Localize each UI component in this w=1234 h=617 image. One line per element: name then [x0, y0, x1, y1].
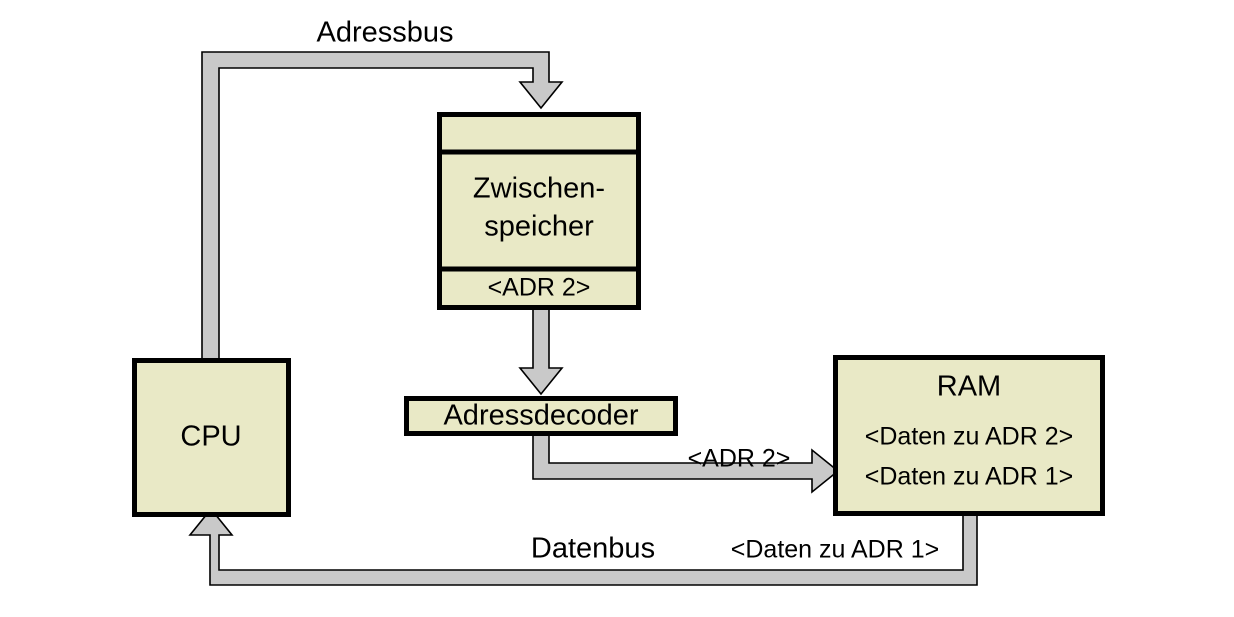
datenbus-label: Datenbus [531, 533, 655, 565]
adressdecoder-to-ram-arrow [532, 432, 840, 494]
node-adressdecoder-box[interactable] [404, 396, 678, 436]
zwischenspeicher-adr-value: <ADR 2> [488, 274, 591, 302]
cpu-label: CPU [180, 421, 241, 453]
adressdecoder-label: Adressdecoder [443, 400, 638, 432]
decoder-to-ram-label: <ADR 2> [688, 445, 791, 473]
datenbus-payload-label: <Daten zu ADR 1> [731, 536, 939, 564]
zwischenspeicher-to-adressdecoder-arrow [518, 307, 564, 396]
node-cpu-box[interactable] [132, 358, 291, 517]
adressbus-label: Adressbus [316, 17, 453, 49]
zwischenspeicher-label-line2: speicher [484, 211, 594, 243]
ram-line-2: <Daten zu ADR 1> [865, 463, 1073, 491]
node-ram-box[interactable] [833, 355, 1105, 516]
ram-title: RAM [937, 371, 1001, 403]
zwischenspeicher-label-line1: Zwischen- [473, 173, 605, 205]
node-zwischenspeicher-box[interactable] [437, 112, 641, 310]
datenbus-path [188, 507, 978, 586]
ram-line-1: <Daten zu ADR 2> [865, 423, 1073, 451]
adressbus-path [201, 51, 564, 361]
